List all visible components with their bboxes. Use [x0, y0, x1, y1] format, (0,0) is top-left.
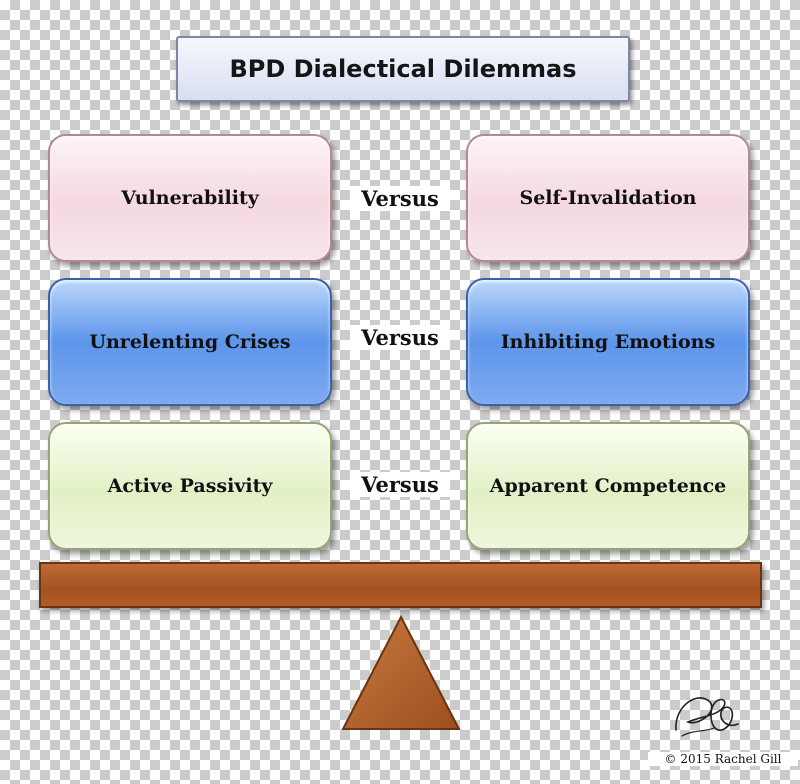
dilemma-unrelenting-crises: Unrelenting Crises	[48, 278, 332, 406]
versus-label-2: Versus	[350, 325, 450, 350]
versus-label-3: Versus	[350, 472, 450, 497]
dilemma-active-passivity: Active Passivity	[48, 422, 332, 550]
signature-icon	[675, 697, 739, 737]
dilemma-self-invalidation: Self-Invalidation	[466, 134, 750, 262]
seesaw-beam	[39, 562, 762, 608]
dilemma-vulnerability: Vulnerability	[48, 134, 332, 262]
diagram-title: BPD Dialectical Dilemmas	[176, 36, 630, 102]
fulcrum-triangle	[341, 614, 461, 730]
dilemma-inhibiting-emotions: Inhibiting Emotions	[466, 278, 750, 406]
versus-label-1: Versus	[350, 186, 450, 211]
copyright-text: © 2015 Rachel Gill	[648, 752, 798, 766]
dilemma-apparent-competence: Apparent Competence	[466, 422, 750, 550]
